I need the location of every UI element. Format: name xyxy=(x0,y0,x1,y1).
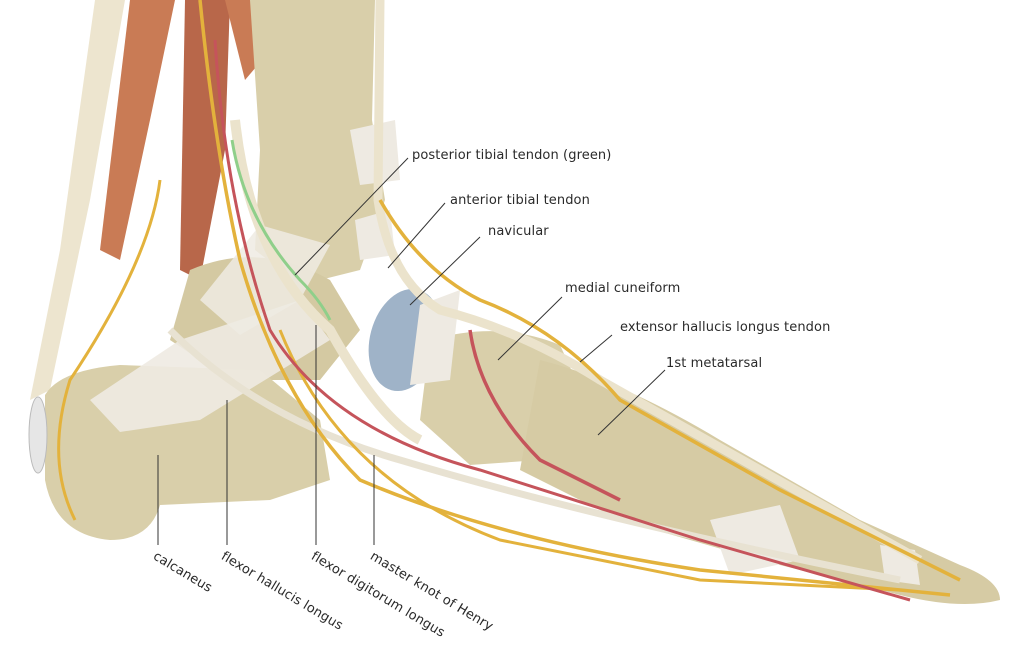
retinaculum-band xyxy=(200,225,330,335)
flexor-tendon xyxy=(230,119,423,445)
label-posterior-tibial-tendon: posterior tibial tendon (green) xyxy=(412,148,612,163)
first-metatarsal-bone xyxy=(520,360,1000,604)
label-navicular: navicular xyxy=(488,224,549,239)
artery xyxy=(468,329,621,502)
heel-pad xyxy=(28,396,48,474)
label-anterior-tibial-tendon: anterior tibial tendon xyxy=(450,193,590,208)
label-medial-cuneiform: medial cuneiform xyxy=(565,281,681,296)
nerve xyxy=(57,179,162,521)
posterior-tibial-tendon xyxy=(230,139,332,321)
calf-muscle xyxy=(100,0,175,260)
anterior-tibial-tendon xyxy=(373,0,923,564)
leader-lines xyxy=(157,157,666,545)
label-extensor-hallucis-longus-tendon: extensor hallucis longus tendon xyxy=(620,320,831,335)
artery xyxy=(213,39,911,602)
tibia-bone xyxy=(250,0,385,285)
achilles-tendon xyxy=(30,0,125,400)
nerve xyxy=(378,199,961,582)
flexor-tendon xyxy=(167,327,901,584)
label-first-metatarsal: 1st metatarsal xyxy=(666,356,763,371)
nerve xyxy=(198,0,951,597)
